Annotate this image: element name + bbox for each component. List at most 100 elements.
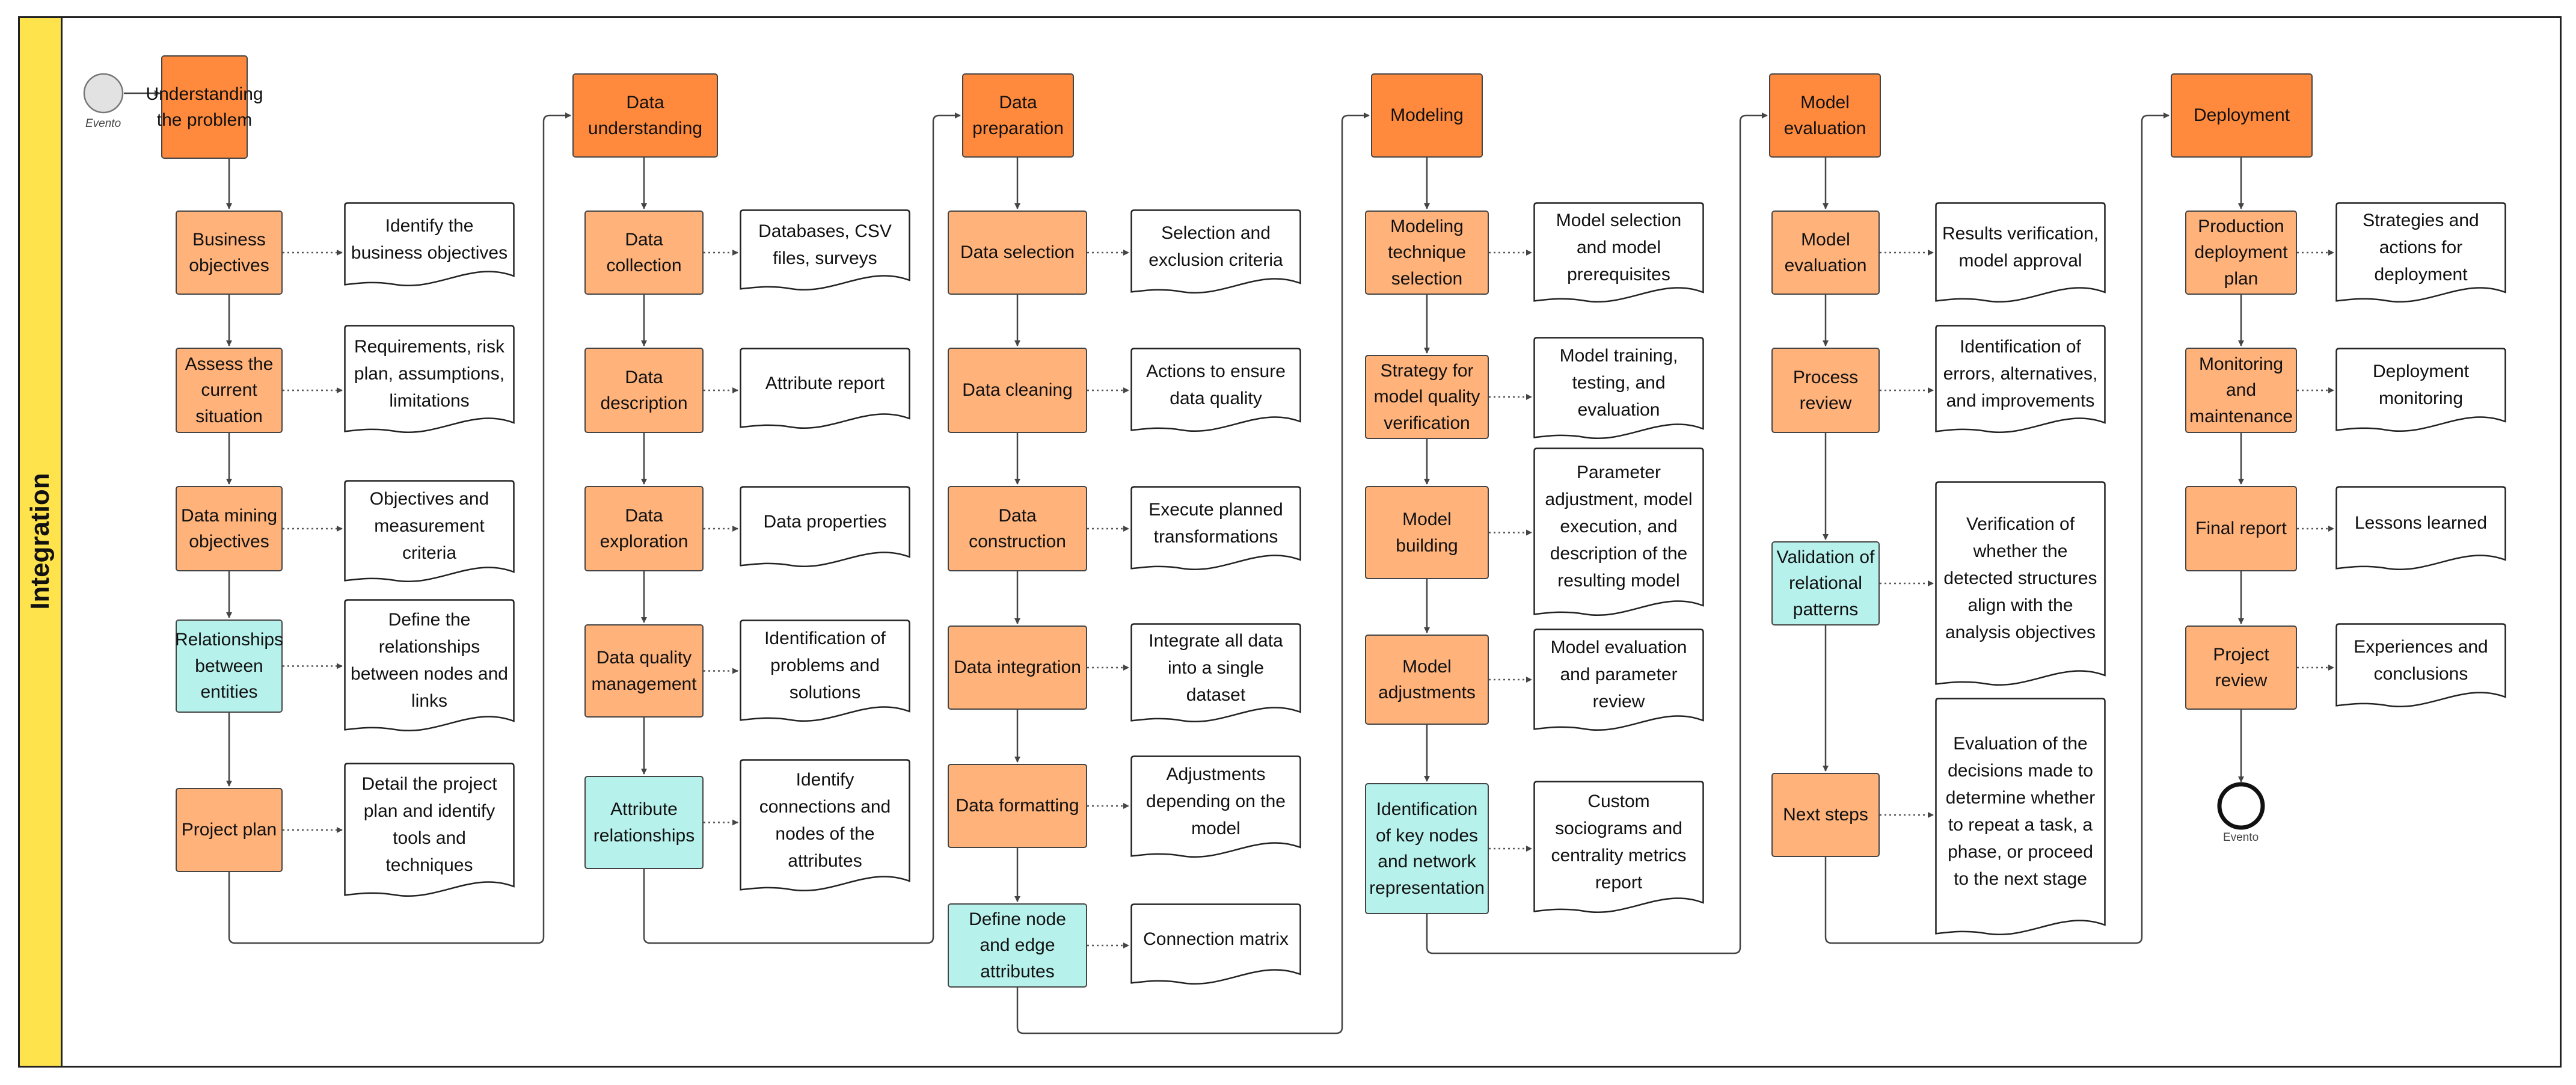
task-2-0-label: Data selection — [960, 242, 1075, 263]
phase-header-2[interactable]: Data preparation — [962, 73, 1074, 158]
task-2-5-label: Define node and edge attributes — [969, 909, 1066, 982]
document-shape — [1130, 348, 1301, 432]
phase-header-1-label: Data understanding — [587, 92, 703, 139]
note-2-1-text: Actions to ensure data quality — [1146, 361, 1286, 408]
document-outline — [1533, 781, 1704, 913]
document-outline — [740, 486, 910, 567]
note-3-0: Model selection and model prerequisites — [1533, 202, 1704, 306]
document-outline — [1533, 337, 1704, 439]
note-0-4: Detail the project plan and identify too… — [344, 763, 515, 900]
note-1-3: Identification of problems and solutions — [740, 619, 910, 725]
phase-connector — [1426, 112, 1768, 954]
document-outline — [1130, 755, 1301, 858]
note-4-3-text: Evaluation of the decisions made to dete… — [1945, 734, 2096, 889]
note-2-1: Actions to ensure data quality — [1130, 348, 1301, 435]
document-shape — [1130, 903, 1301, 985]
document-shape — [344, 325, 515, 433]
note-0-4-text: Detail the project plan and identify too… — [361, 774, 497, 875]
task-3-4[interactable]: Identification of key nodes and network … — [1365, 783, 1489, 914]
task-3-4-label: Identification of key nodes and network … — [1369, 799, 1485, 898]
document-shape — [1533, 447, 1704, 616]
task-2-4[interactable]: Data formatting — [948, 764, 1087, 848]
task-5-3[interactable]: Project review — [2185, 625, 2297, 710]
phase-header-3[interactable]: Modeling — [1371, 73, 1483, 158]
task-5-3-label: Project review — [2213, 644, 2269, 691]
document-outline — [344, 599, 515, 731]
task-1-4[interactable]: Attribute relationships — [584, 776, 704, 869]
task-0-3[interactable]: Relationships between entities — [175, 619, 283, 713]
end-event-icon — [2217, 782, 2265, 830]
document-shape — [1533, 629, 1704, 731]
phase-header-0-label: Understanding the problem — [146, 84, 263, 131]
task-2-3-label: Data integration — [954, 657, 1081, 678]
note-2-2-text: Execute planned transformations — [1148, 499, 1283, 547]
task-2-2[interactable]: Data construction — [948, 486, 1087, 571]
note-1-0: Databases, CSV files, surveys — [740, 209, 910, 294]
phase-header-0[interactable]: Understanding the problem — [146, 55, 263, 159]
task-5-1[interactable]: Monitoring and maintenance — [2185, 348, 2297, 433]
note-3-1: Model training, testing, and evaluation — [1533, 337, 1704, 442]
task-2-0[interactable]: Data selection — [948, 211, 1087, 295]
document-shape — [740, 619, 910, 722]
document-outline — [740, 619, 910, 722]
task-1-0-label: Data collection — [606, 229, 682, 276]
phase-connector — [1824, 112, 2170, 944]
end-event-label: Evento — [2223, 831, 2259, 844]
task-5-2[interactable]: Final report — [2185, 486, 2297, 571]
task-4-1[interactable]: Process review — [1771, 348, 1880, 433]
task-1-4-label: Attribute relationships — [593, 799, 695, 846]
task-1-0[interactable]: Data collection — [584, 211, 704, 295]
task-5-0[interactable]: Production deployment plan — [2185, 211, 2297, 295]
note-4-3: Evaluation of the decisions made to dete… — [1935, 698, 2106, 938]
document-outline — [344, 202, 515, 286]
task-1-2[interactable]: Data exploration — [584, 486, 704, 571]
task-3-0[interactable]: Modeling technique selection — [1365, 211, 1489, 295]
document-outline — [1935, 325, 2106, 433]
phase-header-1[interactable]: Data understanding — [572, 73, 718, 158]
document-shape — [1935, 481, 2106, 686]
note-5-3: Experiences and conclusions — [2335, 623, 2506, 710]
document-outline — [1130, 903, 1301, 985]
task-4-2[interactable]: Validation of relational patterns — [1771, 541, 1880, 625]
document-shape — [740, 759, 910, 891]
note-3-0-text: Model selection and model prerequisites — [1556, 210, 1682, 284]
phase-header-4[interactable]: Model evaluation — [1769, 73, 1881, 158]
document-outline — [2335, 623, 2506, 707]
note-1-4-text: Identify connections and nodes of the at… — [759, 769, 891, 871]
task-0-4[interactable]: Project plan — [176, 788, 283, 872]
note-0-3-text: Define the relationships between nodes a… — [351, 609, 508, 711]
note-0-1: Requirements, risk plan, assumptions, li… — [344, 325, 515, 436]
task-3-3[interactable]: Model adjustments — [1365, 635, 1489, 725]
task-4-2-label: Validation of relational patterns — [1776, 547, 1875, 619]
document-outline — [1130, 348, 1301, 432]
task-3-0-label: Modeling technique selection — [1387, 216, 1467, 289]
task-5-0-label: Production deployment plan — [2194, 216, 2288, 289]
phase-header-5[interactable]: Deployment — [2171, 73, 2313, 158]
task-3-2[interactable]: Model building — [1365, 486, 1489, 579]
note-5-2-text: Lessons learned — [2354, 513, 2488, 533]
phase-header-3-label: Modeling — [1390, 105, 1464, 126]
task-3-1[interactable]: Strategy for model quality verification — [1365, 355, 1489, 439]
task-0-0[interactable]: Business objectives — [176, 211, 283, 295]
task-1-3[interactable]: Data quality management — [584, 624, 704, 718]
task-0-2[interactable]: Data mining objectives — [176, 486, 283, 571]
task-0-1[interactable]: Assess the current situation — [176, 348, 283, 433]
note-3-2-text: Parameter adjustment, model execution, a… — [1545, 463, 1693, 591]
phase-header-2-label: Data preparation — [972, 92, 1064, 139]
task-2-3[interactable]: Data integration — [948, 625, 1087, 710]
note-1-1: Attribute report — [740, 348, 910, 432]
note-3-4-text: Custom sociograms and centrality metrics… — [1551, 791, 1687, 893]
note-1-1-text: Attribute report — [765, 373, 885, 393]
task-4-0[interactable]: Model evaluation — [1771, 211, 1880, 295]
task-2-1[interactable]: Data cleaning — [948, 348, 1087, 433]
task-2-5[interactable]: Define node and edge attributes — [948, 903, 1087, 988]
document-outline — [1130, 486, 1301, 570]
note-2-4: Adjustments depending on the model — [1130, 755, 1301, 861]
task-4-3[interactable]: Next steps — [1771, 773, 1880, 857]
task-0-4-label: Project plan — [181, 820, 277, 840]
task-5-1-label: Monitoring and maintenance — [2189, 354, 2293, 426]
task-1-1[interactable]: Data description — [584, 348, 704, 433]
task-0-1-label: Assess the current situation — [185, 354, 274, 426]
document-shape — [2335, 486, 2506, 570]
